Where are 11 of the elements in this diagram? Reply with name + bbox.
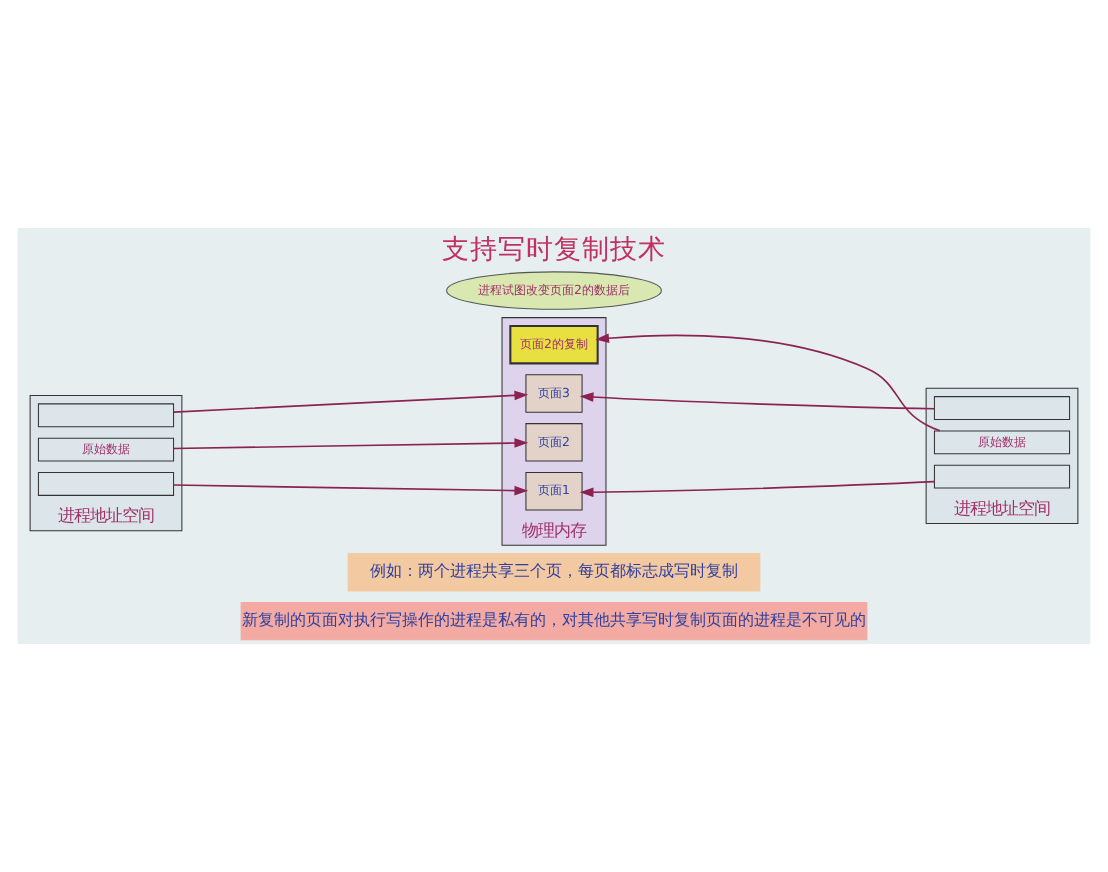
node-box bbox=[37, 471, 175, 496]
arrow bbox=[579, 392, 936, 410]
arrow bbox=[172, 438, 529, 450]
node-box bbox=[37, 403, 175, 428]
arrow bbox=[172, 390, 529, 413]
diagram-title: 支持写时复制技术 bbox=[442, 233, 666, 266]
node-box bbox=[933, 396, 1071, 420]
node-box bbox=[933, 464, 1071, 489]
arrow bbox=[172, 484, 529, 496]
arrow bbox=[595, 333, 941, 432]
arrow bbox=[579, 480, 936, 498]
